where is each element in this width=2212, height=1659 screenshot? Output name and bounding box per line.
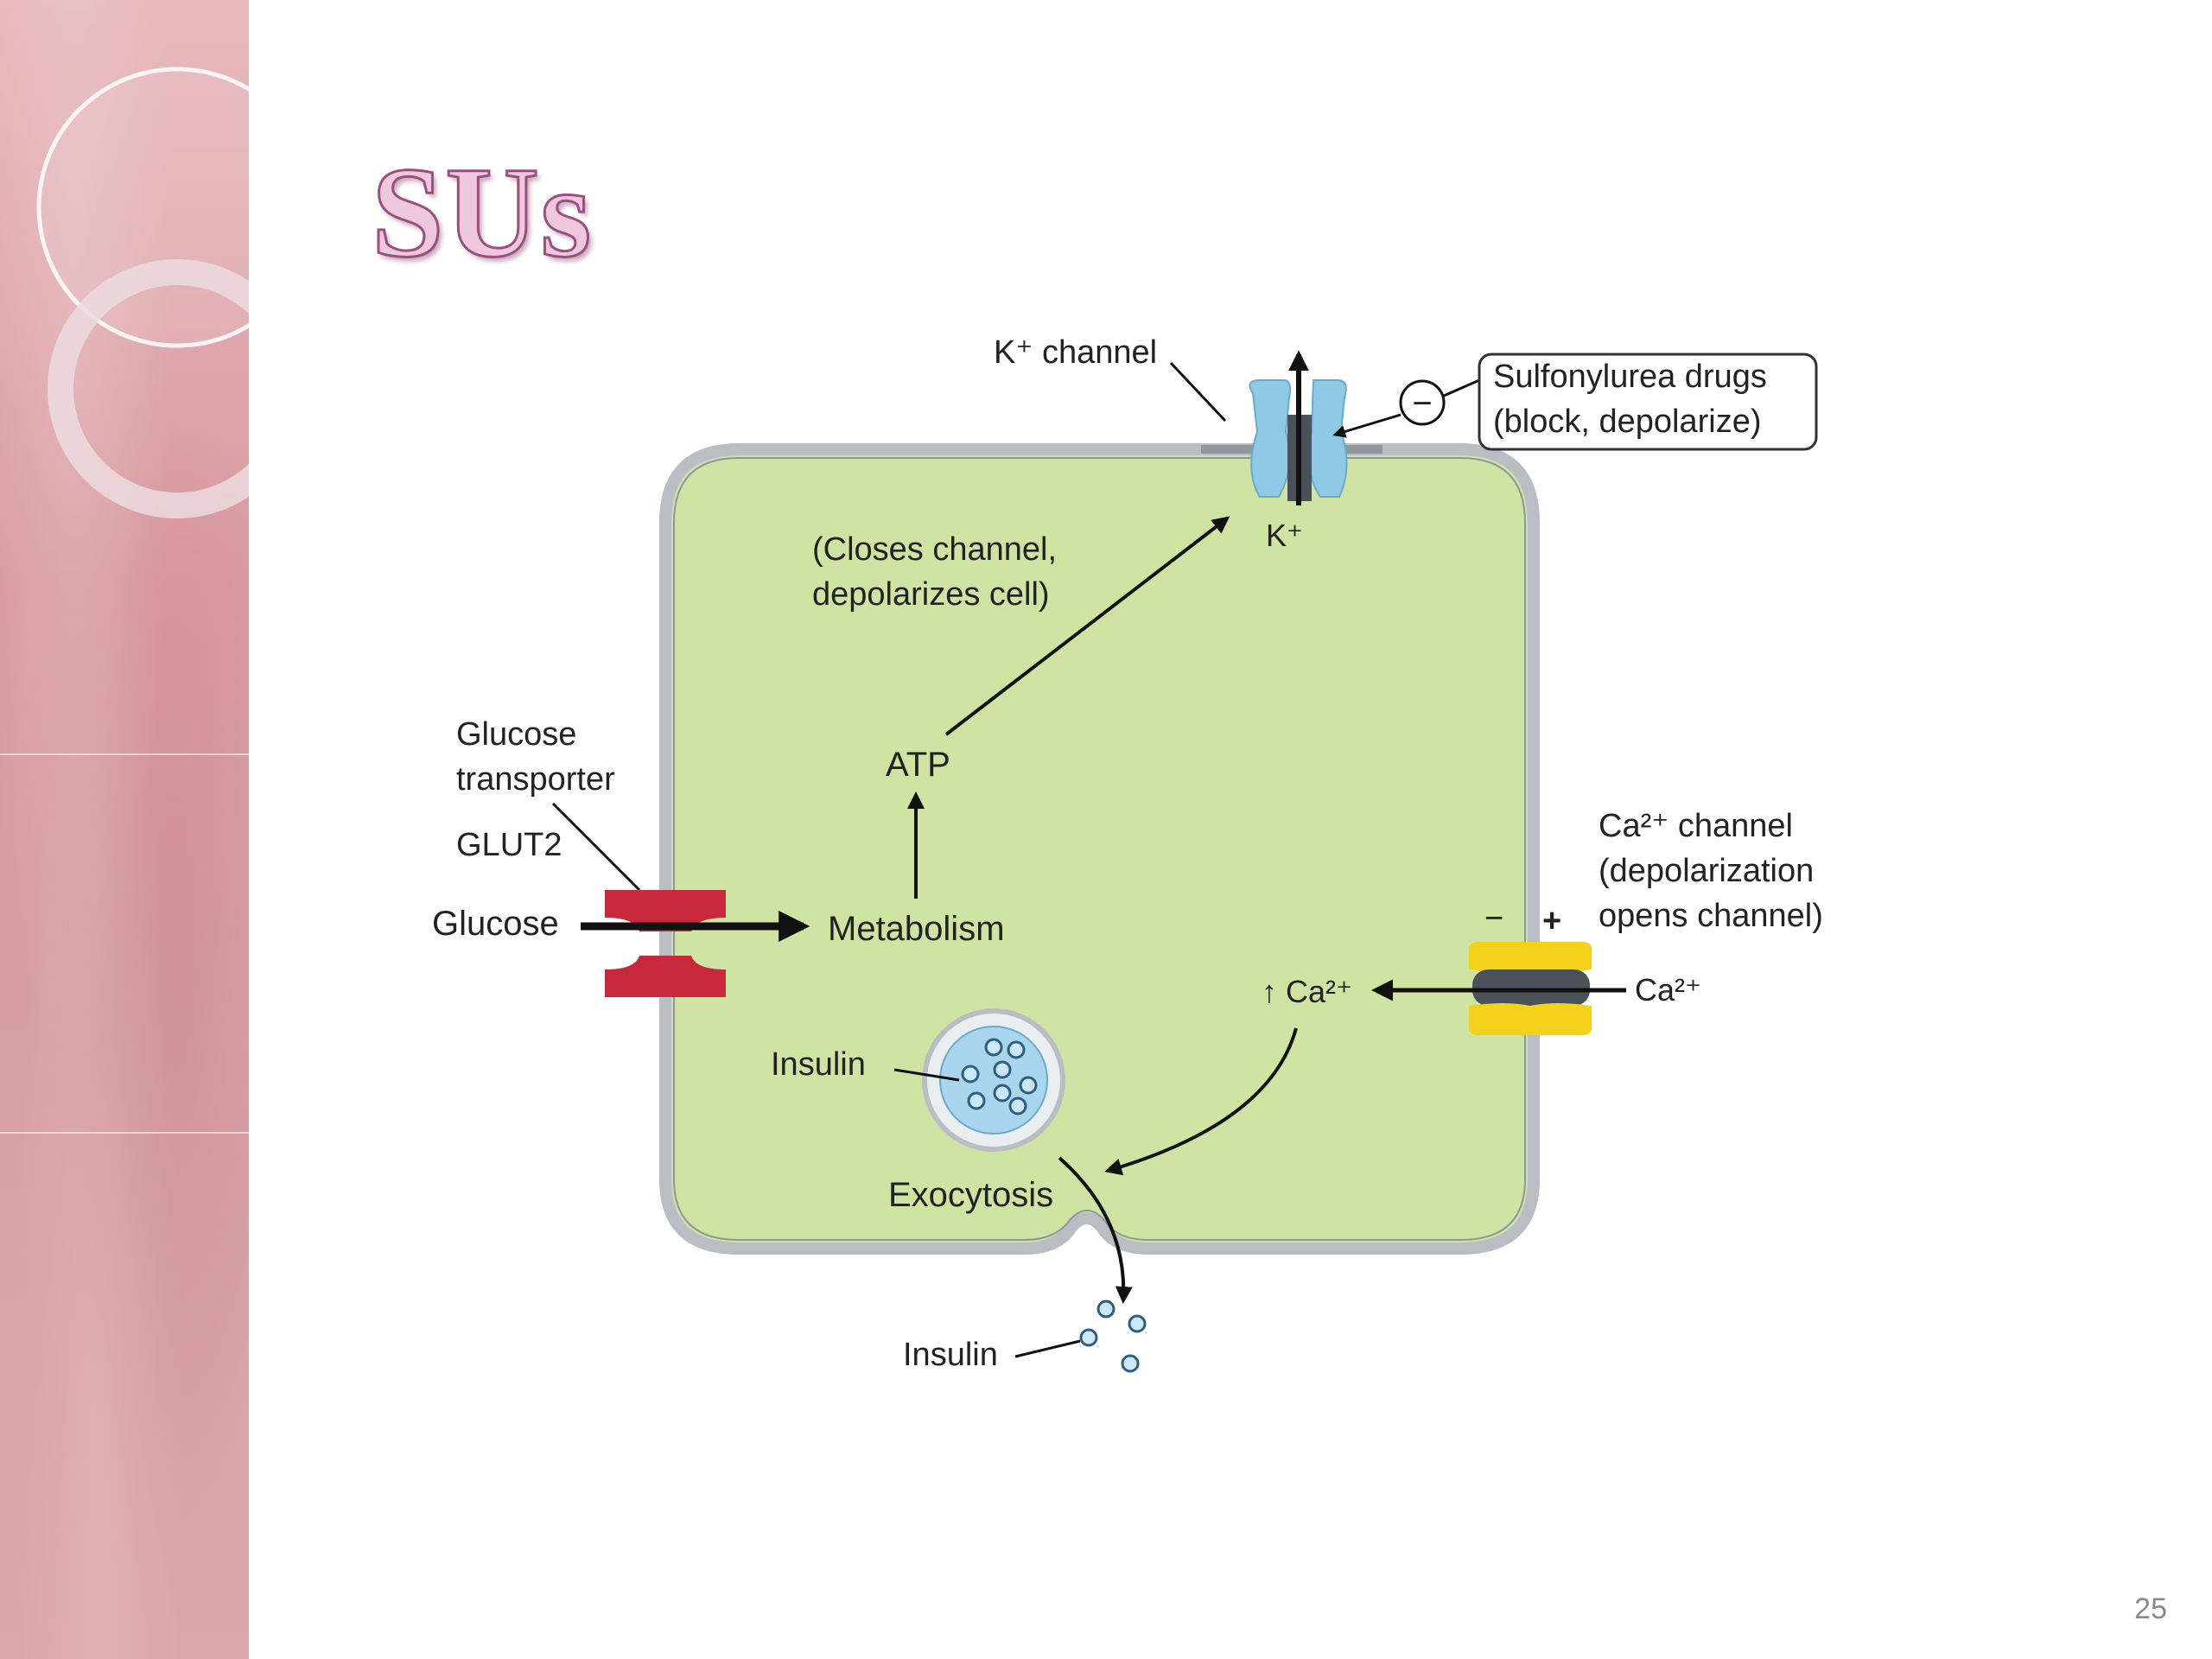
glut2-transporter — [605, 890, 726, 997]
k-ion-label: K⁺ — [1266, 518, 1303, 553]
glucose-label: Glucose — [432, 905, 559, 943]
insulin-granule-leader — [893, 1068, 960, 1082]
inhibit-circle — [1399, 379, 1446, 426]
ca-channel-line3: opens channel) — [1599, 898, 1823, 934]
released-insulin-granules — [1079, 1300, 1147, 1373]
inhibit-symbol: − — [1412, 385, 1432, 423]
decorative-rings — [36, 67, 249, 518]
glucose-transporter-line1: Glucose — [456, 716, 576, 753]
glut2-leader — [551, 802, 641, 892]
ca-channel-line2: (depolarization — [1599, 853, 1814, 889]
insulin-granule — [922, 1008, 1065, 1152]
minus-sign: − — [1484, 900, 1503, 937]
ca-outside-label: Ca²⁺ — [1635, 972, 1701, 1007]
ca-channel-line1: Ca²⁺ channel — [1599, 808, 1793, 844]
insulin-granule-label: Insulin — [771, 1046, 866, 1083]
drug-box-line1: Sulfonylurea drugs — [1493, 359, 1767, 395]
metabolism-label: Metabolism — [828, 910, 1005, 948]
k-channel — [1201, 350, 1382, 505]
drug-box-leader — [1443, 378, 1480, 397]
insulin-released-leader — [1014, 1339, 1081, 1358]
k-channel-label: K⁺ channel — [994, 334, 1157, 371]
ca-inside-label: ↑ Ca²⁺ — [1262, 974, 1352, 1009]
page-number: 25 — [2134, 1592, 2167, 1625]
plus-sign: + — [1542, 903, 1561, 939]
exocytosis-arrow — [1058, 1156, 1133, 1304]
atp-label: ATP — [886, 746, 950, 784]
inhibit-arrow — [1332, 413, 1402, 438]
closes-channel-line2: depolarizes cell) — [812, 576, 1050, 613]
glut2-label: GLUT2 — [456, 827, 562, 863]
ca-channel — [1469, 942, 1592, 1035]
sidebar-divider — [0, 1132, 249, 1134]
sidebar-divider — [0, 753, 249, 755]
exocytosis-label: Exocytosis — [888, 1176, 1053, 1214]
drug-box-line2: (block, depolarize) — [1493, 404, 1761, 440]
slide-title: SUs — [370, 140, 594, 286]
cell-membrane-inner — [673, 457, 1526, 1241]
small-ring — [48, 259, 249, 518]
insulin-released-label: Insulin — [903, 1337, 998, 1373]
cell-membrane — [659, 443, 1540, 1255]
decorative-sidebar — [0, 0, 249, 1659]
k-channel-leader — [1169, 361, 1227, 423]
closes-channel-line1: (Closes channel, — [812, 531, 1057, 568]
ca-to-exocytosis-arrow — [1104, 1027, 1298, 1176]
atp-to-channel-arrow — [944, 516, 1230, 736]
drug-box — [1478, 353, 1818, 451]
glucose-transporter-line2: transporter — [456, 761, 615, 798]
